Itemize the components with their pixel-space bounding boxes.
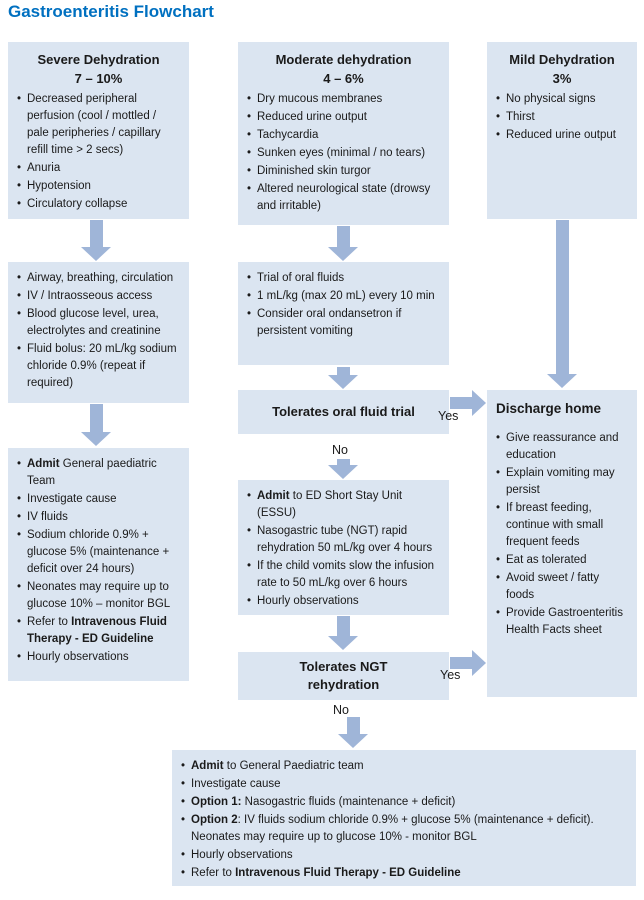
essu-admission-list: Admit to ED Short Stay Unit (ESSU)Nasoga… (246, 488, 441, 610)
ngt-decision-line2: rehydration (307, 677, 380, 692)
discharge-home-heading: Discharge home (496, 401, 602, 416)
mild-heading-line2: 3% (552, 71, 572, 86)
discharge-home-list: Give reassurance and educationExplain vo… (495, 430, 629, 639)
bullet-item: Refer to Intravenous Fluid Therapy - ED … (16, 614, 181, 648)
mild-dehydration-box: Mild Dehydration 3% No physical signsThi… (487, 42, 637, 219)
mild-heading-line1: Mild Dehydration (509, 52, 615, 67)
bullet-item: Neonates may require up to glucose 10% –… (16, 579, 181, 613)
bullet-item: IV / Intraosseous access (16, 288, 181, 305)
no-label-ngt: No (333, 703, 349, 717)
bullet-item: Admit to ED Short Stay Unit (ESSU) (246, 488, 441, 522)
bullet-item: Investigate cause (180, 776, 628, 793)
severe-management-box: Airway, breathing, circulationIV / Intra… (8, 262, 189, 403)
yes-label-oral: Yes (438, 409, 459, 423)
bullet-item: Hypotension (16, 178, 181, 195)
no-label-oral: No (332, 443, 348, 457)
bullet-item: Blood glucose level, urea, electrolytes … (16, 306, 181, 340)
oral-fluid-trial-list: Trial of oral fluids1 mL/kg (max 20 mL) … (246, 270, 441, 340)
page-title: Gastroenteritis Flowchart (8, 2, 214, 21)
bullet-item: Reduced urine output (246, 109, 441, 126)
arrow-management-to-admission (81, 404, 111, 446)
severe-heading-line1: Severe Dehydration (37, 52, 160, 67)
bullet-item: Consider oral ondansetron if persistent … (246, 306, 441, 340)
bullet-item: Hourly observations (180, 847, 628, 864)
moderate-heading-line1: Moderate dehydration (275, 52, 412, 67)
arrow-ngt-no-to-general (338, 717, 368, 748)
arrow-ngt-yes-to-discharge (450, 650, 486, 676)
bullet-item: Refer to Intravenous Fluid Therapy - ED … (180, 865, 628, 882)
mild-dehydration-heading: Mild Dehydration 3% (495, 50, 629, 88)
bullet-item: Trial of oral fluids (246, 270, 441, 287)
severe-admission-list: Admit General paediatric TeamInvestigate… (16, 456, 181, 666)
bullet-item: No physical signs (495, 91, 629, 108)
ngt-decision-line1: Tolerates NGT (299, 659, 388, 674)
bullet-item: Option 1: Nasogastric fluids (maintenanc… (180, 794, 628, 811)
bullet-item: Admit General paediatric Team (16, 456, 181, 490)
bullet-item: Give reassurance and education (495, 430, 629, 464)
bullet-item: Sunken eyes (minimal / no tears) (246, 145, 441, 162)
arrow-trial-to-oral-decision (328, 367, 358, 389)
severe-management-list: Airway, breathing, circulationIV / Intra… (16, 270, 181, 392)
bullet-item: Circulatory collapse (16, 196, 181, 213)
bullet-item: Dry mucous membranes (246, 91, 441, 108)
bullet-item: Option 2: IV fluids sodium chloride 0.9%… (180, 812, 628, 846)
arrow-mild-to-discharge (547, 220, 577, 388)
bullet-item: Hourly observations (246, 593, 441, 610)
oral-trial-decision-label: Tolerates oral fluid trial (272, 404, 415, 419)
mild-symptoms-list: No physical signsThirstReduced urine out… (495, 91, 629, 144)
bullet-item: Explain vomiting may persist (495, 465, 629, 499)
bullet-item: Diminished skin turgor (246, 163, 441, 180)
bullet-item: Anuria (16, 160, 181, 177)
severe-symptoms-list: Decreased peripheral perfusion (cool / m… (16, 91, 181, 213)
bullet-item: Eat as tolerated (495, 552, 629, 569)
ngt-decision-label: Tolerates NGT rehydration (300, 658, 388, 694)
arrow-oral-yes-to-discharge (450, 390, 486, 416)
general-admission-box: Admit to General Paediatric teamInvestig… (172, 750, 636, 886)
discharge-home-box: Discharge home Give reassurance and educ… (487, 390, 637, 697)
bullet-item: Fluid bolus: 20 mL/kg sodium chloride 0.… (16, 341, 181, 392)
bullet-item: Avoid sweet / fatty foods (495, 570, 629, 604)
bullet-item: If the child vomits slow the infusion ra… (246, 558, 441, 592)
bullet-item: Sodium chloride 0.9% + glucose 5% (maint… (16, 527, 181, 578)
bullet-item: If breast feeding, continue with small f… (495, 500, 629, 551)
ngt-decision-box: Tolerates NGT rehydration (238, 652, 449, 700)
severe-dehydration-box: Severe Dehydration 7 – 10% Decreased per… (8, 42, 189, 219)
oral-trial-decision-box: Tolerates oral fluid trial (238, 390, 449, 434)
severe-dehydration-heading: Severe Dehydration 7 – 10% (16, 50, 181, 88)
moderate-symptoms-list: Dry mucous membranesReduced urine output… (246, 91, 441, 215)
bullet-item: Tachycardia (246, 127, 441, 144)
essu-admission-box: Admit to ED Short Stay Unit (ESSU)Nasoga… (238, 480, 449, 615)
bullet-item: Thirst (495, 109, 629, 126)
bullet-item: Nasogastric tube (NGT) rapid rehydration… (246, 523, 441, 557)
moderate-heading-line2: 4 – 6% (323, 71, 364, 86)
bullet-item: Decreased peripheral perfusion (cool / m… (16, 91, 181, 159)
arrow-oral-no-to-essu (328, 459, 358, 479)
arrow-essu-to-ngt-decision (328, 616, 358, 650)
bullet-item: Reduced urine output (495, 127, 629, 144)
bullet-item: Investigate cause (16, 491, 181, 508)
bullet-item: Hourly observations (16, 649, 181, 666)
arrow-severe-to-management (81, 220, 111, 261)
severe-admission-box: Admit General paediatric TeamInvestigate… (8, 448, 189, 681)
arrow-moderate-to-trial (328, 226, 358, 261)
moderate-dehydration-box: Moderate dehydration 4 – 6% Dry mucous m… (238, 42, 449, 225)
bullet-item: IV fluids (16, 509, 181, 526)
general-admission-list: Admit to General Paediatric teamInvestig… (180, 758, 628, 882)
moderate-dehydration-heading: Moderate dehydration 4 – 6% (246, 50, 441, 88)
bullet-item: Airway, breathing, circulation (16, 270, 181, 287)
bullet-item: Altered neurological state (drowsy and i… (246, 181, 441, 215)
oral-fluid-trial-box: Trial of oral fluids1 mL/kg (max 20 mL) … (238, 262, 449, 365)
bullet-item: Provide Gastroenteritis Health Facts she… (495, 605, 629, 639)
bullet-item: 1 mL/kg (max 20 mL) every 10 min (246, 288, 441, 305)
bullet-item: Admit to General Paediatric team (180, 758, 628, 775)
severe-heading-line2: 7 – 10% (74, 71, 123, 86)
yes-label-ngt: Yes (440, 668, 461, 682)
